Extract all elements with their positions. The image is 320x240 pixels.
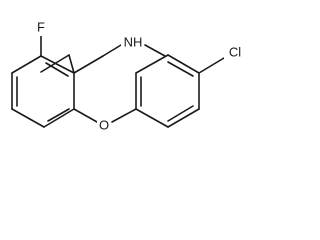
fluorine-atom-label: F <box>37 20 45 35</box>
ring-b-double-bond-2 <box>167 61 194 77</box>
chlorine-atom-label: Cl <box>229 45 241 60</box>
ring-a-bond-4 <box>43 108 75 128</box>
ch2-n-bond <box>102 44 122 57</box>
ring-a-double-bond-2 <box>45 62 69 77</box>
c-cl-bond <box>198 57 225 74</box>
ring-b-double-bond-3 <box>167 105 194 122</box>
amine-atom-label: NH <box>124 35 143 50</box>
ring-b-bond-5 <box>167 108 200 128</box>
left-benzene-ring <box>11 54 75 128</box>
ring-b-bond-6 <box>135 108 169 128</box>
right-benzene-ring <box>135 54 200 128</box>
ring-a-double-bond-3 <box>47 108 70 122</box>
ring-a-bond-5 <box>11 108 45 128</box>
c-o-bond <box>73 108 98 123</box>
ring-a-bond-7 <box>11 55 42 74</box>
c-ch2-bond <box>73 55 104 74</box>
ring-a-bond-8 <box>40 55 75 74</box>
n-ch3-bond <box>144 44 166 57</box>
ether-oxygen-label: O <box>99 118 109 133</box>
ring-b-bond-2 <box>135 54 169 74</box>
ring-a-bond-2 <box>68 54 75 74</box>
ring-b-bond-3 <box>167 54 200 74</box>
o-c-bond <box>111 108 137 123</box>
chemical-structure-diagram: F NH O Cl <box>11 19 242 133</box>
